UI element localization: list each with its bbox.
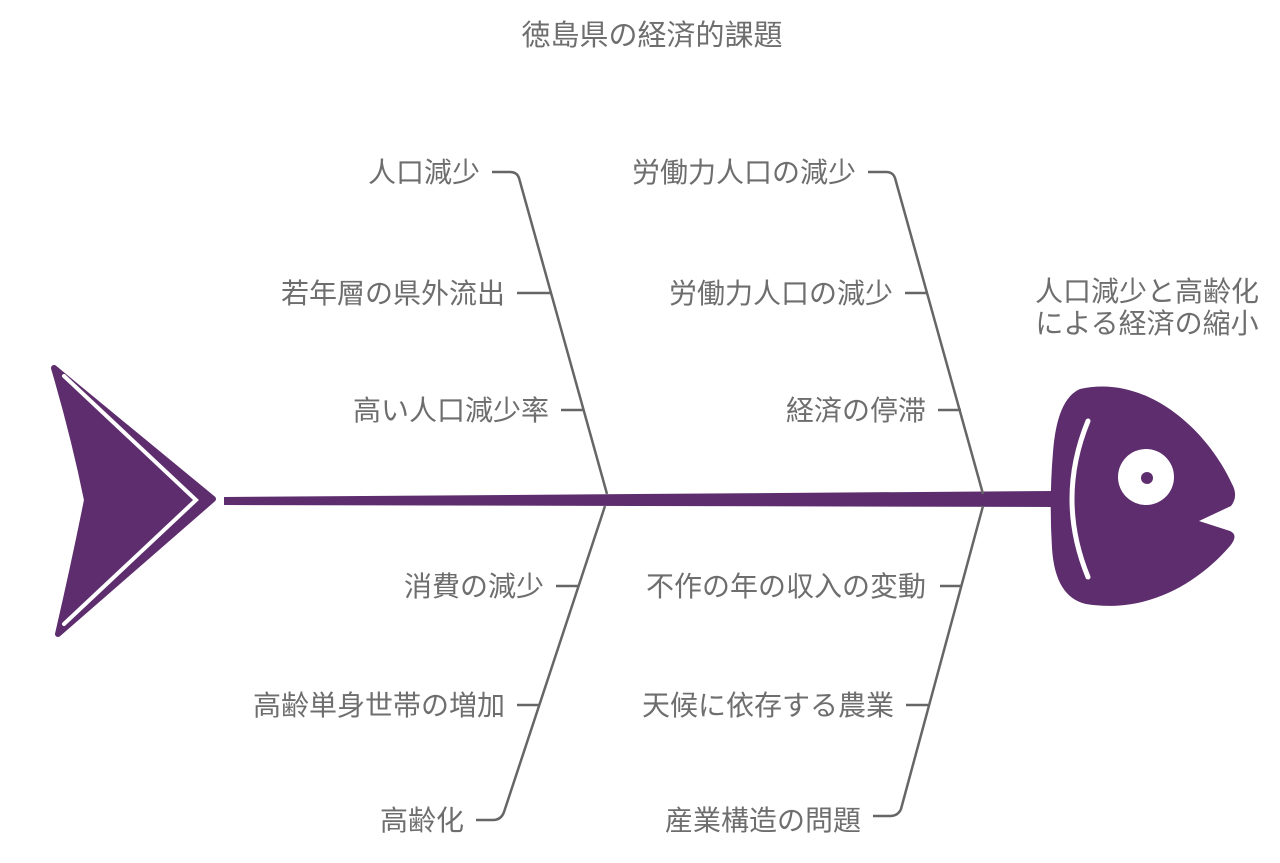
fish-tail-icon	[51, 365, 216, 637]
fish-spine	[224, 491, 1054, 507]
cause-label-bottom-left-1: 消費の減少	[404, 571, 544, 602]
cause-label-bottom-right-2: 天候に依存する農業	[642, 690, 894, 721]
branch-line-bottom-left	[476, 505, 607, 822]
effect-label-line-2: による経済の縮小	[1035, 308, 1258, 339]
cause-label-bottom-right-3: 産業構造の問題	[665, 805, 861, 836]
cause-label-bottom-left-3: 高齢化	[380, 805, 464, 836]
cause-label-top-right-2: 労働力人口の減少	[669, 278, 893, 309]
cause-label-bottom-right-1: 不作の年の収入の変動	[646, 571, 926, 602]
fish-gill-line	[1069, 418, 1091, 580]
cause-label-top-left-2: 若年層の県外流出	[281, 278, 505, 309]
cause-label-top-right-1: 労働力人口の減少	[632, 157, 856, 188]
fish-tail-stripe	[62, 374, 199, 626]
cause-label-top-right-3: 経済の停滞	[786, 395, 926, 426]
branch-line-top-left	[492, 170, 609, 495]
cause-label-top-left-1: 人口減少	[368, 157, 480, 188]
fish-eye-pupil	[1141, 472, 1153, 484]
branch-line-top-right	[868, 170, 985, 495]
branch-line-bottom-right	[873, 505, 985, 818]
cause-label-top-left-3: 高い人口減少率	[353, 395, 549, 426]
diagram-title: 徳島県の経済的課題	[521, 19, 782, 52]
cause-label-bottom-left-2: 高齢単身世帯の増加	[253, 690, 505, 721]
effect-label-line-1: 人口減少と高齢化	[1035, 276, 1259, 307]
